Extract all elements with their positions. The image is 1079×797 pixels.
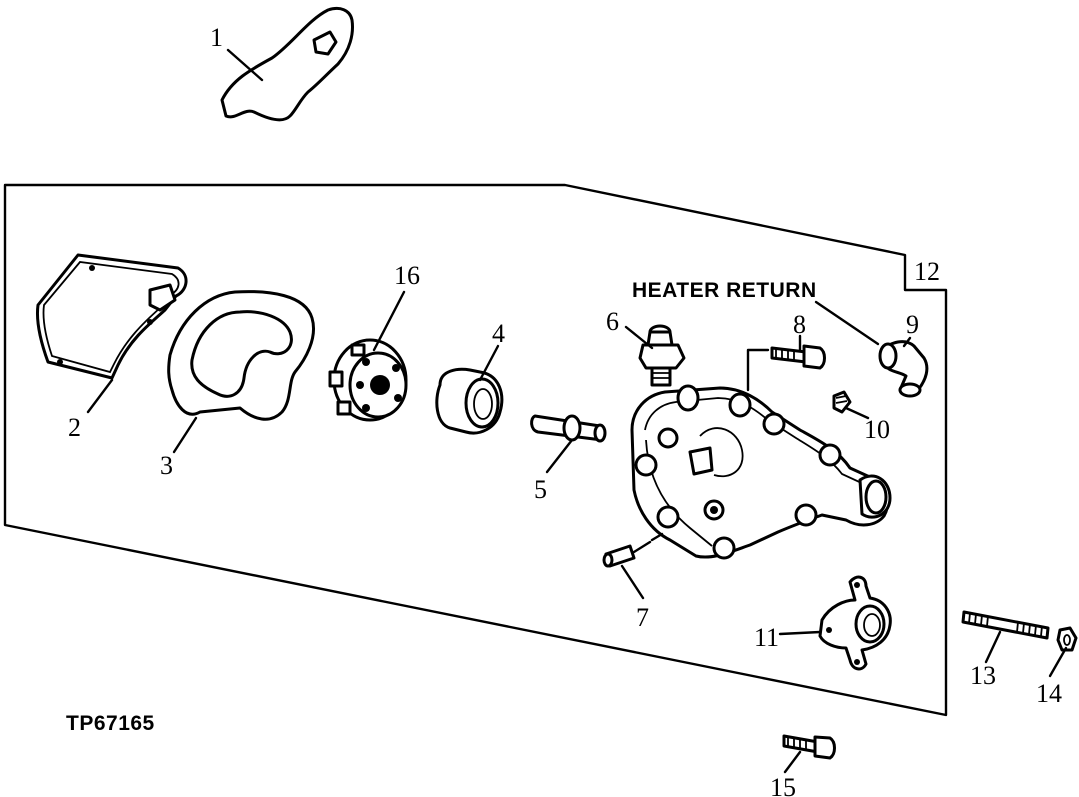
callout-2: 2 [68, 413, 81, 442]
callout-6: 6 [606, 307, 619, 336]
panel-border [3, 183, 948, 717]
part-1-cover-plate [220, 6, 354, 122]
part-5-shaft [530, 414, 607, 443]
callout-5: 5 [534, 475, 547, 504]
part-15-cap-screw [782, 734, 836, 760]
water-pump-housing [630, 384, 892, 560]
callout-13: 13 [970, 661, 996, 690]
part-13-stud [961, 610, 1050, 640]
callout-3: 3 [160, 451, 173, 480]
part-3-gasket [167, 290, 315, 421]
callout-14: 14 [1036, 679, 1062, 708]
part-14-nut [1056, 626, 1078, 652]
part-11-flange [818, 575, 892, 671]
figure-id: TP67165 [66, 712, 155, 735]
callout-12: 12 [914, 257, 940, 286]
callout-1: 1 [210, 23, 223, 52]
part-6-fitting [638, 324, 686, 387]
part-7-dowel [602, 532, 664, 568]
callout-10: 10 [864, 415, 890, 444]
callout-9: 9 [906, 310, 919, 339]
callout-15: 15 [770, 773, 796, 797]
part-2-backing-plate [36, 253, 188, 380]
leader-lines [86, 48, 1068, 774]
callout-8: 8 [793, 310, 806, 339]
part-9-elbow [878, 340, 929, 398]
callout-16: 16 [394, 261, 420, 290]
part-16-impeller [328, 338, 408, 422]
callout-11: 11 [754, 623, 779, 652]
part-8-cap-screw [746, 344, 826, 392]
callout-7: 7 [636, 603, 649, 632]
heater-return-label: HEATER RETURN [632, 279, 817, 302]
part-4-seal [435, 367, 504, 435]
callout-4: 4 [492, 319, 505, 348]
